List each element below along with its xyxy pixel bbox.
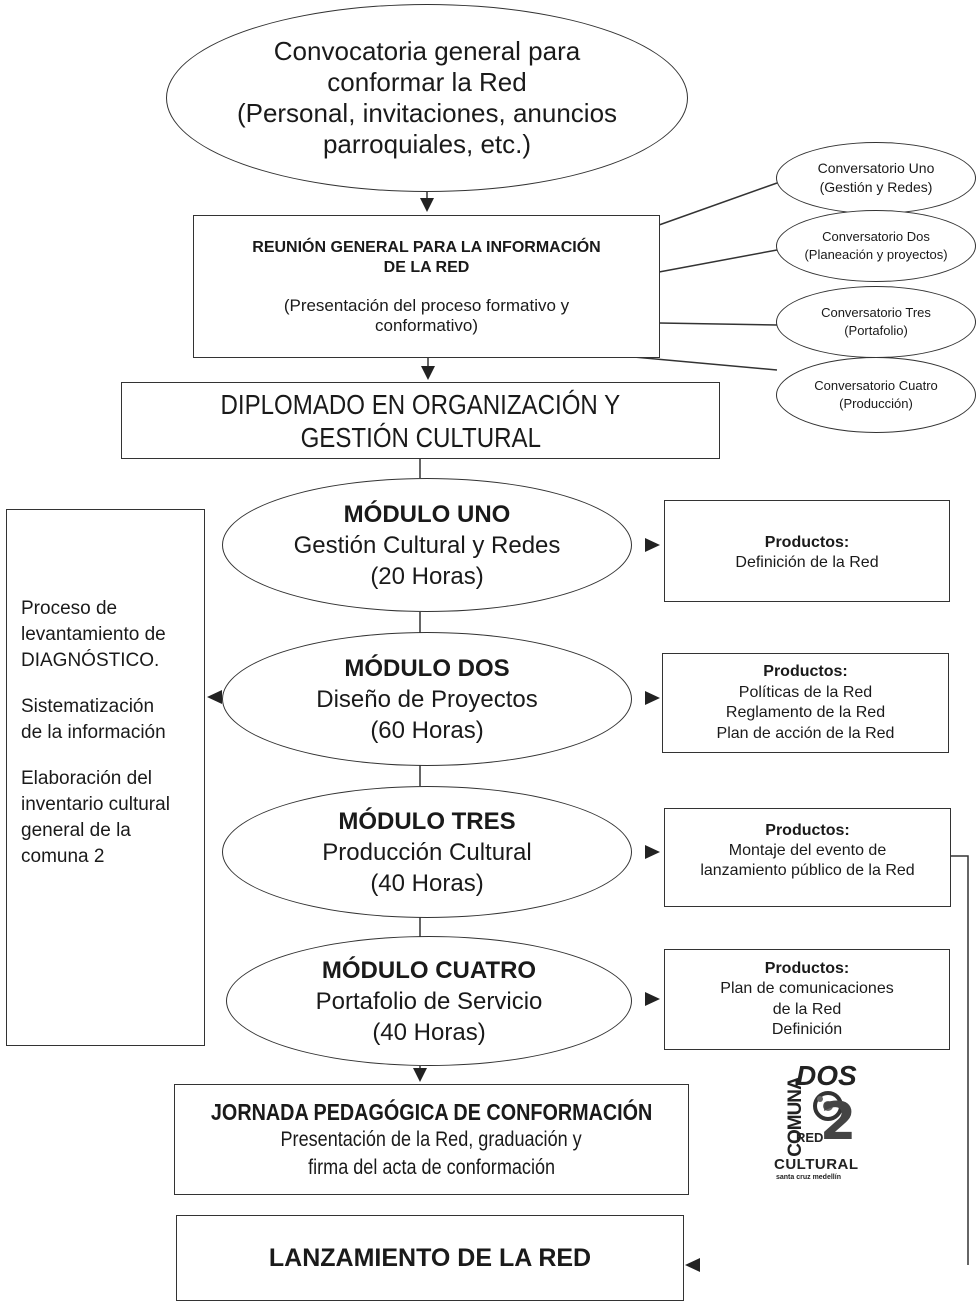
conversatorio-dos-node: Conversatorio Dos (Planeación y proyecto… [776, 210, 976, 282]
arrowhead-diplomado [421, 366, 435, 380]
diagnostico-line: Proceso de [21, 598, 118, 619]
modulo-name: Gestión Cultural y Redes [293, 531, 561, 559]
modulo-cuatro-node: MÓDULO CUATRO Portafolio de Servicio (40… [226, 936, 632, 1066]
modulo-hours: (40 Horas) [370, 869, 484, 897]
logo-swirl-icon [813, 1091, 843, 1121]
productos-label: Productos: [764, 534, 850, 551]
modulo-hours: (40 Horas) [372, 1018, 486, 1046]
connector-conversatorio-tres [658, 322, 778, 326]
modulo-uno-node: MÓDULO UNO Gestión Cultural y Redes (20 … [222, 478, 632, 612]
arrowhead-productos-tres [645, 845, 660, 859]
modulo-title: MÓDULO DOS [344, 654, 510, 682]
diplomado-line: DIPLOMADO EN ORGANIZACIÓN Y [220, 388, 621, 420]
modulo-name: Portafolio de Servicio [315, 987, 543, 1015]
logo-place-text: santa cruz medellín [776, 1174, 841, 1181]
arrowhead-diagnostico [207, 690, 222, 704]
diagnostico-paragraph: Sistematización de la información [21, 694, 204, 746]
productos-cuatro-node: Productos: Plan de comunicaciones de la … [664, 949, 950, 1050]
productos-line: Políticas de la Red [738, 683, 873, 701]
logo-cultural-text: CULTURAL [774, 1156, 859, 1173]
diagnostico-line: de la información [21, 722, 166, 743]
connector-conversatorio-uno [658, 182, 778, 226]
lanzamiento-title: LANZAMIENTO DE LA RED [268, 1243, 592, 1272]
productos-label: Productos: [765, 822, 850, 839]
jornada-line: Presentación de la Red, graduación y [280, 1127, 583, 1151]
modulo-name: Diseño de Proyectos [316, 685, 538, 713]
convocatoria-line: parroquiales, etc.) [322, 129, 532, 159]
connector-conversatorio-dos [658, 249, 778, 273]
productos-tres-node: Productos: Montaje del evento de lanzami… [664, 808, 951, 907]
convocatoria-line: conformar la Red [327, 67, 527, 97]
productos-line: Plan de comunicaciones [720, 980, 894, 997]
convocatoria-line: Convocatoria general para [273, 36, 581, 66]
logo-red-text: RED [796, 1130, 824, 1145]
reunion-body-line: conformativo) [375, 315, 478, 335]
arrowhead-productos-uno [645, 538, 660, 552]
modulo-title: MÓDULO UNO [343, 500, 511, 528]
logo-numeral-text: 2 [820, 1092, 857, 1152]
jornada-line: firma del acta de conformación [308, 1155, 555, 1179]
diagnostico-line: Elaboración del [21, 768, 152, 789]
reunion-title-line: DE LA RED [383, 258, 470, 276]
convocatoria-line: (Personal, invitaciones, anuncios [236, 98, 618, 128]
arrowhead-jornada [413, 1068, 427, 1082]
comuna-dos-logo: COMUNA DOS 2 RED CULTURAL santa cruz med… [770, 1060, 860, 1186]
conversatorio-cuatro-node: Conversatorio Cuatro (Producción) [776, 357, 976, 433]
reunion-title-line: REUNIÓN GENERAL PARA LA INFORMACIÓN [252, 238, 601, 256]
lanzamiento-node: LANZAMIENTO DE LA RED [176, 1215, 684, 1301]
modulo-hours: (20 Horas) [370, 562, 484, 590]
arrowhead-reunion [420, 198, 434, 212]
jornada-title: JORNADA PEDAGÓGICA DE CONFORMACIÓN [210, 1098, 653, 1125]
diagnostico-node: Proceso de levantamiento de DIAGNÓSTICO.… [6, 509, 205, 1046]
connector-conversatorio-cuatro [633, 356, 778, 371]
convocatoria-node: Convocatoria general para conformar la R… [166, 4, 688, 192]
diagnostico-line: levantamiento de [21, 624, 166, 645]
arrowhead-lanzamiento [685, 1258, 700, 1272]
modulo-hours: (60 Horas) [370, 716, 484, 744]
conversatorio-subtitle: (Producción) [839, 396, 913, 411]
productos-line: Reglamento de la Red [725, 704, 886, 721]
diagnostico-line: inventario cultural [21, 794, 170, 815]
modulo-title: MÓDULO CUATRO [321, 956, 537, 984]
reunion-body-line: (Presentación del proceso formativo y [283, 295, 570, 315]
conversatorio-subtitle: (Portafolio) [844, 323, 908, 338]
diagnostico-line: comuna 2 [21, 846, 105, 867]
productos-line: de la Red [772, 1000, 842, 1018]
conversatorio-uno-node: Conversatorio Uno (Gestión y Redes) [776, 142, 976, 214]
modulo-name: Producción Cultural [322, 838, 532, 866]
conversatorio-title: Conversatorio Dos [822, 229, 930, 244]
productos-label: Productos: [764, 959, 850, 977]
diplomado-node: DIPLOMADO EN ORGANIZACIÓN Y GESTIÓN CULT… [121, 382, 720, 459]
diagnostico-paragraph: Proceso de levantamiento de DIAGNÓSTICO. [21, 596, 204, 674]
diagnostico-line: DIAGNÓSTICO. [21, 650, 160, 671]
conversatorio-title: Conversatorio Tres [821, 305, 931, 320]
connector-productos-tres-lanzamiento [950, 855, 969, 1265]
productos-line: Definición de la Red [735, 554, 879, 571]
modulo-dos-node: MÓDULO DOS Diseño de Proyectos (60 Horas… [222, 632, 632, 766]
productos-line: Plan de acción de la Red [716, 724, 895, 742]
diagnostico-line: general de la [21, 820, 131, 841]
conversatorio-title: Conversatorio Cuatro [814, 378, 938, 393]
productos-dos-node: Productos: Políticas de la Red Reglament… [662, 653, 949, 753]
jornada-node: JORNADA PEDAGÓGICA DE CONFORMACIÓN Prese… [174, 1084, 689, 1195]
arrowhead-productos-cuatro [645, 992, 660, 1006]
productos-label: Productos: [763, 663, 848, 680]
productos-line: Montaje del evento de [728, 842, 887, 859]
productos-uno-node: Productos: Definición de la Red [664, 500, 950, 602]
productos-line: Definición [771, 1021, 843, 1038]
logo-dos-text: DOS [796, 1060, 857, 1091]
conversatorio-subtitle: (Gestión y Redes) [819, 179, 933, 195]
diagnostico-line: Sistematización [21, 696, 155, 717]
reunion-general-node: REUNIÓN GENERAL PARA LA INFORMACIÓN DE L… [193, 215, 660, 358]
productos-line: lanzamiento público de la Red [700, 862, 915, 879]
conversatorio-title: Conversatorio Uno [817, 160, 935, 176]
diagnostico-paragraph: Elaboración del inventario cultural gene… [21, 766, 204, 870]
modulo-title: MÓDULO TRES [338, 807, 516, 835]
arrowhead-productos-dos [645, 691, 660, 705]
diplomado-line: GESTIÓN CULTURAL [300, 421, 541, 453]
conversatorio-tres-node: Conversatorio Tres (Portafolio) [776, 286, 976, 358]
conversatorio-subtitle: (Planeación y proyectos) [804, 247, 948, 262]
modulo-tres-node: MÓDULO TRES Producción Cultural (40 Hora… [222, 786, 632, 918]
